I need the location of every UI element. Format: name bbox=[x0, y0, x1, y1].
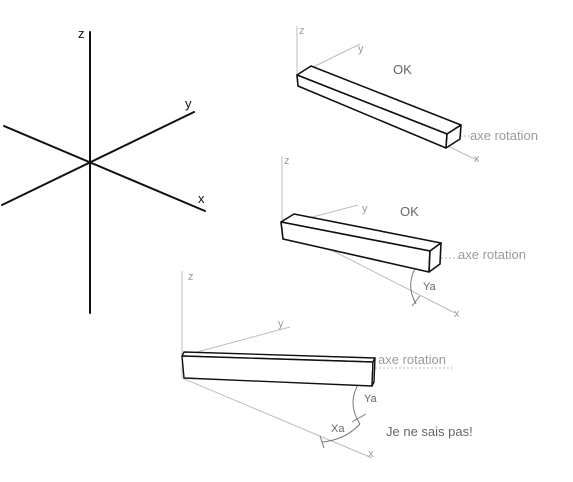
panel3-y-label: y bbox=[278, 318, 284, 330]
panel1-z-label: z bbox=[299, 25, 305, 37]
panel3-x-arc-tick bbox=[319, 435, 325, 449]
panel3-beam-front bbox=[181, 355, 374, 387]
main-x-axis bbox=[3, 125, 206, 212]
panel3-angle-x-arc bbox=[321, 423, 361, 443]
panel3-angle-y-label: Ya bbox=[364, 393, 378, 405]
panel2-arc-tick-2 bbox=[411, 295, 421, 307]
panel3-y-arc-tick-2 bbox=[351, 413, 367, 423]
panel3-x-axis bbox=[181, 377, 373, 459]
panel1-status: OK bbox=[393, 62, 412, 77]
panel2-x-label: x bbox=[454, 308, 460, 320]
panel2-angle-label: Ya bbox=[423, 281, 437, 293]
panel2: z y x OK axe rotation Ya bbox=[280, 155, 526, 320]
panel1-beam bbox=[296, 65, 462, 149]
panel2-status: OK bbox=[400, 204, 419, 219]
panel3-beam-end bbox=[371, 357, 376, 387]
panel3-y-axis bbox=[181, 326, 291, 357]
main-axes bbox=[1, 31, 206, 314]
panel3-z-label: z bbox=[188, 271, 194, 283]
main-y-label: y bbox=[185, 96, 192, 111]
panel2-rotation-label: axe rotation bbox=[458, 247, 526, 262]
panel2-beam-end bbox=[428, 242, 442, 273]
panel1-y-label: y bbox=[358, 43, 364, 55]
panel1-beam-end bbox=[445, 124, 462, 149]
main-y-axis bbox=[1, 111, 195, 206]
panel3: z y x axe rotation Ya Xa Je ne sais pas! bbox=[181, 271, 473, 460]
panel3-rotation-label: axe rotation bbox=[378, 352, 446, 367]
panel1: z y x OK axe rotation bbox=[296, 25, 538, 165]
panel1-beam-top bbox=[296, 65, 462, 135]
panel2-y-label: y bbox=[362, 203, 368, 215]
main-x-label: x bbox=[198, 191, 205, 206]
panel2-z-label: z bbox=[284, 155, 290, 167]
panel3-note: Je ne sais pas! bbox=[386, 424, 473, 439]
main-z-label: z bbox=[78, 26, 85, 41]
panel3-beam bbox=[181, 351, 376, 387]
panel2-beam bbox=[280, 213, 442, 273]
panel3-x-label: x bbox=[368, 448, 374, 460]
panel3-angle-x-label: Xa bbox=[331, 423, 345, 435]
panel1-rotation-label: axe rotation bbox=[470, 128, 538, 143]
panel1-x-label: x bbox=[474, 153, 480, 165]
